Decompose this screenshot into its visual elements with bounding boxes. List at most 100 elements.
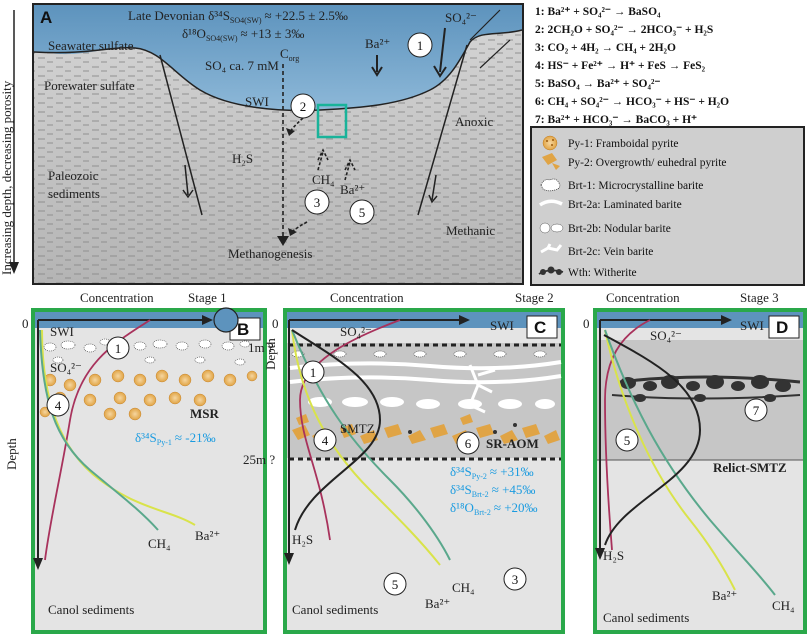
framboidal-pyrite-icon [542,135,558,151]
d-ba-curve [604,329,736,591]
ch4-label: CH₄ [312,172,335,187]
d-so4-curve [604,319,651,551]
equation-6: 6: CH₄ + SO₄²⁻ → HCO₃⁻ + HS⁻ + H₂O [535,96,729,108]
d-ch4-curve [604,329,776,596]
b-msr-label: MSR [190,406,220,421]
corg-arrowhead [277,236,289,246]
seawater-sulfate-label: Seawater sulfate [48,38,134,53]
late-devonian-o-label: δ¹⁸OSO4(SW)≈ +13 ± 3‰ [182,26,304,43]
equation-2: 2: 2CH₂O + SO₄²⁻ → 2HCO₃⁻ + H₂S [535,24,713,36]
b-stage-label: Stage 1 [188,290,227,305]
anoxic-label: Anoxic [455,114,494,129]
porewater-sulfate-label: Porewater sulfate [44,78,135,93]
vein-barite-icon [540,243,563,254]
panel-b: Concentration Stage 1 0 SWI Depth B [4,290,267,634]
euhedral-pyrite-icon [542,153,560,170]
panel-b-letter: B [237,320,249,339]
reaction-3-circle [304,189,330,215]
equation-5: 5: BaSO₄ → Ba²⁺ + SO₄²⁻ [535,78,660,90]
microcrystalline-barite-icon [540,178,561,192]
b-concentration-label: Concentration [80,290,154,305]
c-ch4-label: CH₄ [452,580,475,595]
depth-porosity-label: Increasing depth, decreasing porosity [0,80,14,275]
svg-text:5: 5 [624,433,631,448]
d-zero-label: 0 [583,316,590,331]
swi-label: SWI [245,94,269,109]
svg-text:6: 6 [465,436,472,451]
b-ba-curve [41,329,196,526]
late-devonian-s-label: Late Devonian δ³⁴SSO4(SW)≈ +22.5 ± 2.5‰ [128,8,348,25]
equation-3: 3: CO₂ + 4H₂ → CH₄ + 2H₂O [535,42,676,54]
c-delta-brt2-s: δ³⁴SBrt-2≈ +45‰ [450,482,535,499]
witherite-icon [538,266,564,275]
c-zero-label: 0 [272,316,279,331]
equations-list: 1: Ba²⁺ + SO₄²⁻ → BaSO₄ 2: 2CH₂O + SO₄²⁻… [535,6,729,126]
laminated-barite-icon [538,199,563,207]
panel-d-letter: D [776,318,788,337]
d-h2s-label: H₂S [603,548,624,563]
svg-text:5: 5 [392,577,399,592]
equation-7: 7: Ba²⁺ + HCO₃⁻ → BaCO₃ + H⁺ [535,114,697,126]
fault-left [159,54,203,216]
c-depth-label: Depth [263,338,278,370]
panel-c: Concentration Stage 2 0 SWI Depth 1m ? 2… [243,290,565,634]
b-depth-label: Depth [4,438,19,470]
c-canol-label: Canol sediments [292,602,378,617]
d-h2s-curve [603,334,702,546]
depth-porosity-axis: Increasing depth, decreasing porosity [0,10,19,275]
ba-top-label: Ba²⁺ [365,36,390,51]
so4-arrow [433,27,447,78]
b-ch4-label: CH₄ [148,536,171,551]
svg-text:3: 3 [314,195,321,210]
zoom-box [316,103,348,139]
c-swi-label: SWI [490,318,514,333]
svg-text:1: 1 [115,341,122,356]
d-relict-label: Relict-SMTZ [713,460,787,475]
c-vein-barite [468,364,496,414]
legend-brt2a: Brt-2a: Laminated barite [568,199,682,211]
b-ba-label: Ba²⁺ [195,528,220,543]
c-1m-label: 1m ? [248,340,274,355]
svg-text:7: 7 [753,403,760,418]
c-delta-py2: δ³⁴SPy-2≈ +31‰ [450,464,534,481]
legend-py2: Py-2: Overgrowth/ euhedral pyrite [568,157,727,169]
h2s-label: H₂S [232,151,253,166]
b-zero-label: 0 [22,316,29,331]
b-so4-label: SO₄²⁻ [50,360,82,375]
c-ba-curve [291,329,441,566]
svg-text:4: 4 [322,433,329,448]
c-so4-curve [299,319,401,541]
d-swi-label: SWI [740,318,764,333]
d-canol-label: Canol sediments [603,610,689,625]
svg-text:1: 1 [417,38,424,53]
methanogenesis-label: Methanogenesis [228,246,312,261]
panel-a-letter: A [40,8,52,27]
d-so4-label: SO₄²⁻ [650,328,682,343]
b-delta-label: δ³⁴SPy-1≈ -21‰ [135,430,216,447]
svg-text:2: 2 [300,99,307,114]
svg-text:1: 1 [310,365,317,380]
panel-c-letter: C [534,318,546,337]
reaction-1-circle [407,32,433,58]
methanic-label: Methanic [446,223,495,238]
reaction-5-circle [349,199,375,225]
d-ch4-label: CH₄ [772,598,795,613]
sediments-label: sediments [48,186,100,201]
corg-label: Corg [280,46,299,63]
d-ba-label: Ba²⁺ [712,588,737,603]
d-concentration-label: Concentration [606,290,680,305]
b-canol-label: Canol sediments [48,602,134,617]
d-stage-label: Stage 3 [740,290,779,305]
panel-a: A Late Devonian δ³⁴SSO4(SW)≈ +22.5 ± 2.5… [32,3,524,285]
c-h2s-curve [291,329,382,531]
ba-label: Ba²⁺ [340,182,365,197]
svg-text:3: 3 [512,572,519,587]
panel-d: Concentration Stage 3 0 SWI D 5 7 SO₄²⁻ … [583,290,807,634]
legend-wth: Wth: Witherite [568,267,637,279]
fault-right [417,44,468,216]
c-so4-label: SO₄²⁻ [340,324,372,339]
b-swi-label: SWI [50,324,74,339]
nodular-barite-icon [539,222,564,234]
c-25m-label: 25m ? [243,452,275,467]
c-stage-label: Stage 2 [515,290,554,305]
